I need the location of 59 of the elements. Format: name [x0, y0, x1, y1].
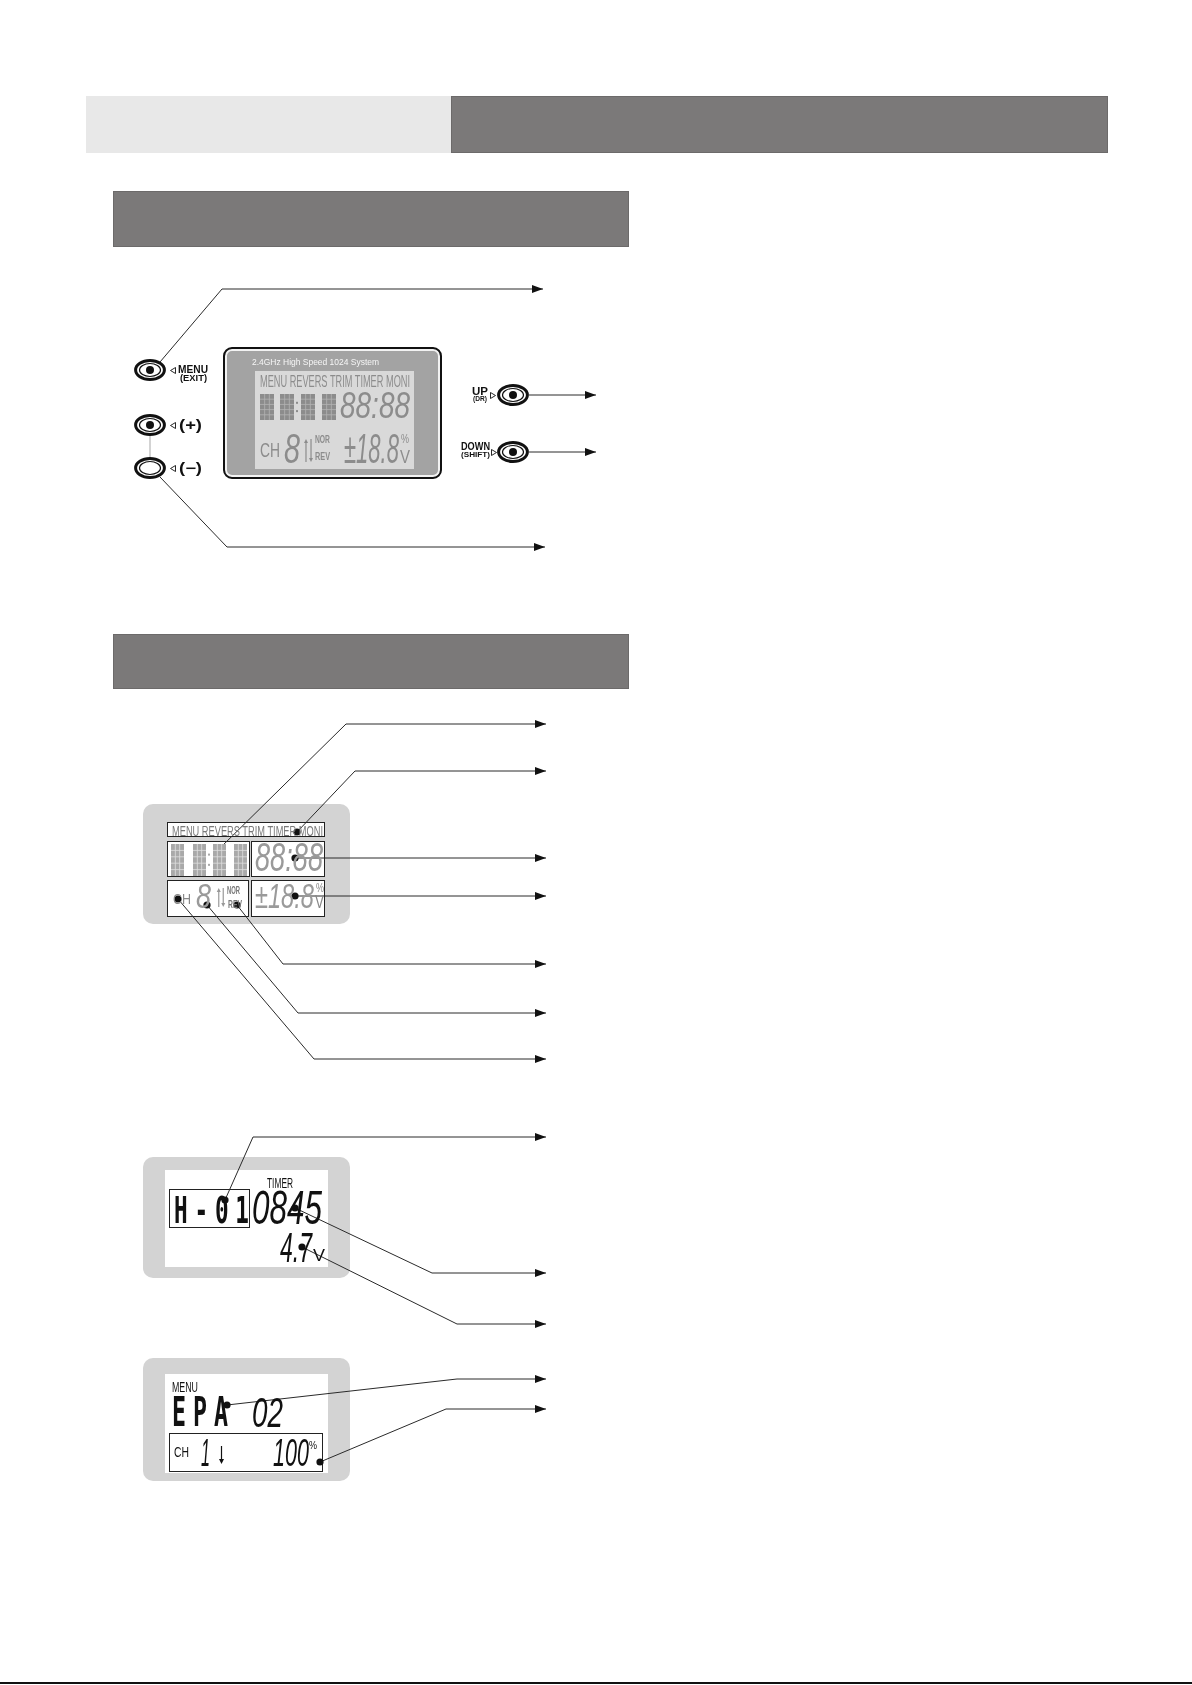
lcd-bezel	[223, 347, 442, 479]
lcd-text: CH	[174, 1445, 189, 1458]
button-label: (−)	[179, 462, 202, 474]
lcd-digits: ±18.8	[344, 431, 399, 466]
lcd-digits: 4.7	[280, 1230, 312, 1265]
lcd-text: V	[400, 449, 410, 465]
lcd-digits: 1	[201, 1437, 210, 1469]
button-label: UP	[472, 386, 488, 396]
leader-line	[159, 476, 546, 551]
lcd-segment-box	[167, 880, 249, 917]
lcd-text: %	[309, 1440, 317, 1450]
lcd-digits: 8	[196, 881, 211, 910]
leader-line	[528, 391, 597, 399]
leader-line	[293, 767, 547, 836]
leader-line	[316, 1405, 547, 1466]
leader-line	[159, 285, 544, 363]
connector-line	[149, 435, 151, 458]
leader-line	[291, 854, 547, 862]
button-label: (+)	[179, 419, 202, 431]
lcd-panel	[143, 804, 350, 924]
lcd-text: %	[401, 434, 409, 445]
dot-matrix-text: EPA	[172, 1395, 228, 1428]
button-label: (DR)	[473, 395, 487, 403]
lcd-panel	[143, 1358, 350, 1481]
leader-line	[174, 895, 547, 1063]
lcd-text: %	[316, 883, 324, 894]
leader-line	[291, 892, 547, 900]
leader-line	[233, 901, 547, 968]
lcd-text: NOR	[227, 886, 240, 895]
lcd-text: REV	[315, 451, 330, 461]
lcd-text: V	[315, 895, 324, 910]
lcd-text: NOR	[315, 434, 330, 444]
lcd-text: REV	[228, 900, 242, 909]
button-label: MENU	[178, 364, 208, 374]
leader-line	[203, 901, 547, 1017]
leader-line	[298, 1243, 547, 1328]
lcd-digits: ±18.8	[255, 881, 314, 910]
button-label: DOWN	[461, 441, 490, 451]
leader-line	[221, 1133, 547, 1204]
lcd-digits: 8	[284, 431, 300, 466]
lcd-segment-box	[251, 880, 325, 917]
lcd-text: TIMER	[267, 1177, 293, 1189]
lcd-text: MENU	[172, 1381, 198, 1393]
lcd-text: CH	[260, 442, 280, 460]
lcd-digits: 88:88	[255, 840, 323, 873]
lcd-digits: 02	[252, 1395, 283, 1430]
leader-line	[528, 448, 597, 456]
lcd-panel	[143, 1157, 350, 1278]
dot-matrix-text: H-01	[174, 1194, 249, 1226]
lcd-digits: 0845	[252, 1188, 322, 1227]
button-label: (EXIT)	[180, 374, 207, 382]
lcd-segment-box	[169, 1433, 323, 1472]
leader-line	[291, 1204, 547, 1277]
system-caption: 2.4GHz High Speed 1024 System	[252, 357, 379, 368]
leader-line	[223, 1375, 547, 1409]
lcd-digits: 88:88	[340, 391, 410, 421]
lcd-text: MENU REVERS TRIM TIMER MONI	[260, 375, 410, 390]
lcd-digits: 100	[273, 1437, 309, 1469]
lcd-screen	[255, 371, 414, 469]
